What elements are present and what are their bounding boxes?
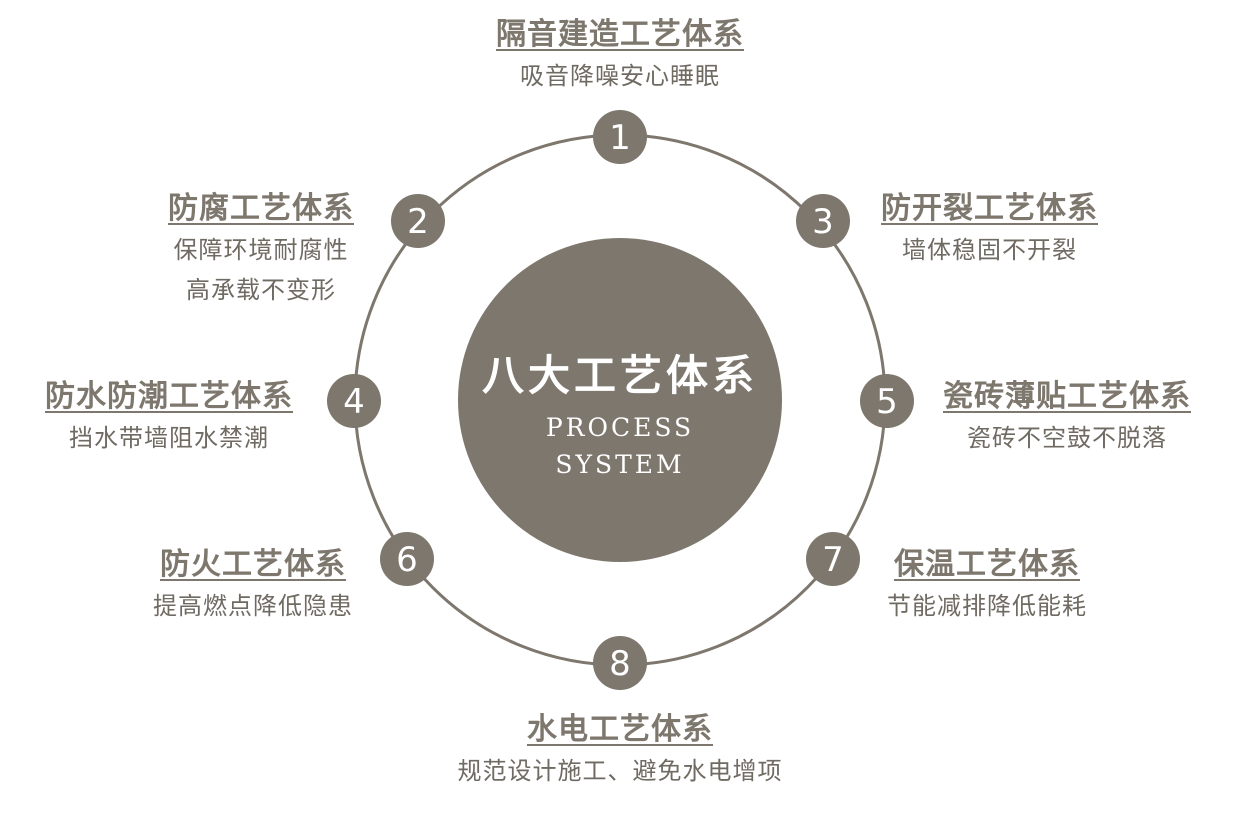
item-6-title: 防火工艺体系 [160, 547, 346, 582]
item-1-desc: 吸音降噪安心睡眠 [520, 62, 720, 90]
node-4-circle [327, 374, 381, 428]
node-4-number: 4 [343, 382, 365, 422]
node-7-circle [806, 532, 860, 586]
node-2-number: 2 [407, 202, 429, 242]
center-subtitle-line2: SYSTEM [555, 450, 684, 479]
item-5-label: 瓷砖薄贴工艺体系 瓷砖不空鼓不脱落 [943, 378, 1191, 458]
node-3-circle [796, 194, 850, 248]
node-6-number: 6 [396, 540, 418, 580]
node-1-number: 1 [609, 118, 631, 158]
node-8-number: 8 [609, 644, 631, 684]
node-5-circle [860, 374, 914, 428]
item-4-title: 防水防潮工艺体系 [45, 379, 293, 414]
item-1-label: 隔音建造工艺体系 吸音降噪安心睡眠 [496, 16, 744, 96]
node-7-number: 7 [822, 540, 844, 580]
item-5-desc: 瓷砖不空鼓不脱落 [967, 424, 1167, 452]
item-3-desc: 墙体稳固不开裂 [902, 236, 1077, 264]
item-4-label: 防水防潮工艺体系 挡水带墙阻水禁潮 [45, 378, 293, 458]
item-2-desc-line1: 保障环境耐腐性 [173, 236, 349, 264]
item-2-title: 防腐工艺体系 [168, 191, 354, 226]
item-6-label: 防火工艺体系 提高燃点降低隐患 [153, 546, 353, 626]
item-7-desc: 节能减排降低能耗 [887, 592, 1087, 620]
item-8-label: 水电工艺体系 规范设计施工、避免水电增项 [458, 711, 783, 791]
item-7-title: 保温工艺体系 [894, 547, 1080, 582]
item-7-label: 保温工艺体系 节能减排降低能耗 [887, 546, 1087, 626]
node-3-number: 3 [812, 202, 834, 242]
item-4-desc: 挡水带墙阻水禁潮 [69, 424, 269, 452]
item-2-label: 防腐工艺体系 保障环境耐腐性 高承载不变形 [168, 190, 354, 310]
item-8-title: 水电工艺体系 [527, 712, 713, 747]
item-3-title: 防开裂工艺体系 [881, 191, 1098, 226]
item-1-title: 隔音建造工艺体系 [496, 17, 744, 52]
item-5-title: 瓷砖薄贴工艺体系 [943, 379, 1191, 414]
node-6-circle [380, 532, 434, 586]
center-subtitle-line1: PROCESS [546, 413, 694, 442]
node-5-number: 5 [876, 382, 898, 422]
center-disc [458, 238, 782, 562]
node-8-circle [593, 636, 647, 690]
node-2-circle [391, 194, 445, 248]
item-6-desc: 提高燃点降低隐患 [153, 592, 353, 620]
node-1-circle [593, 110, 647, 164]
item-8-desc: 规范设计施工、避免水电增项 [457, 757, 783, 785]
item-3-label: 防开裂工艺体系 墙体稳固不开裂 [881, 190, 1098, 270]
number-nodes: 1 2 3 4 5 6 7 8 [327, 110, 914, 690]
item-2-desc-line2: 高承载不变形 [186, 276, 336, 304]
center-title: 八大工艺体系 [482, 351, 758, 400]
